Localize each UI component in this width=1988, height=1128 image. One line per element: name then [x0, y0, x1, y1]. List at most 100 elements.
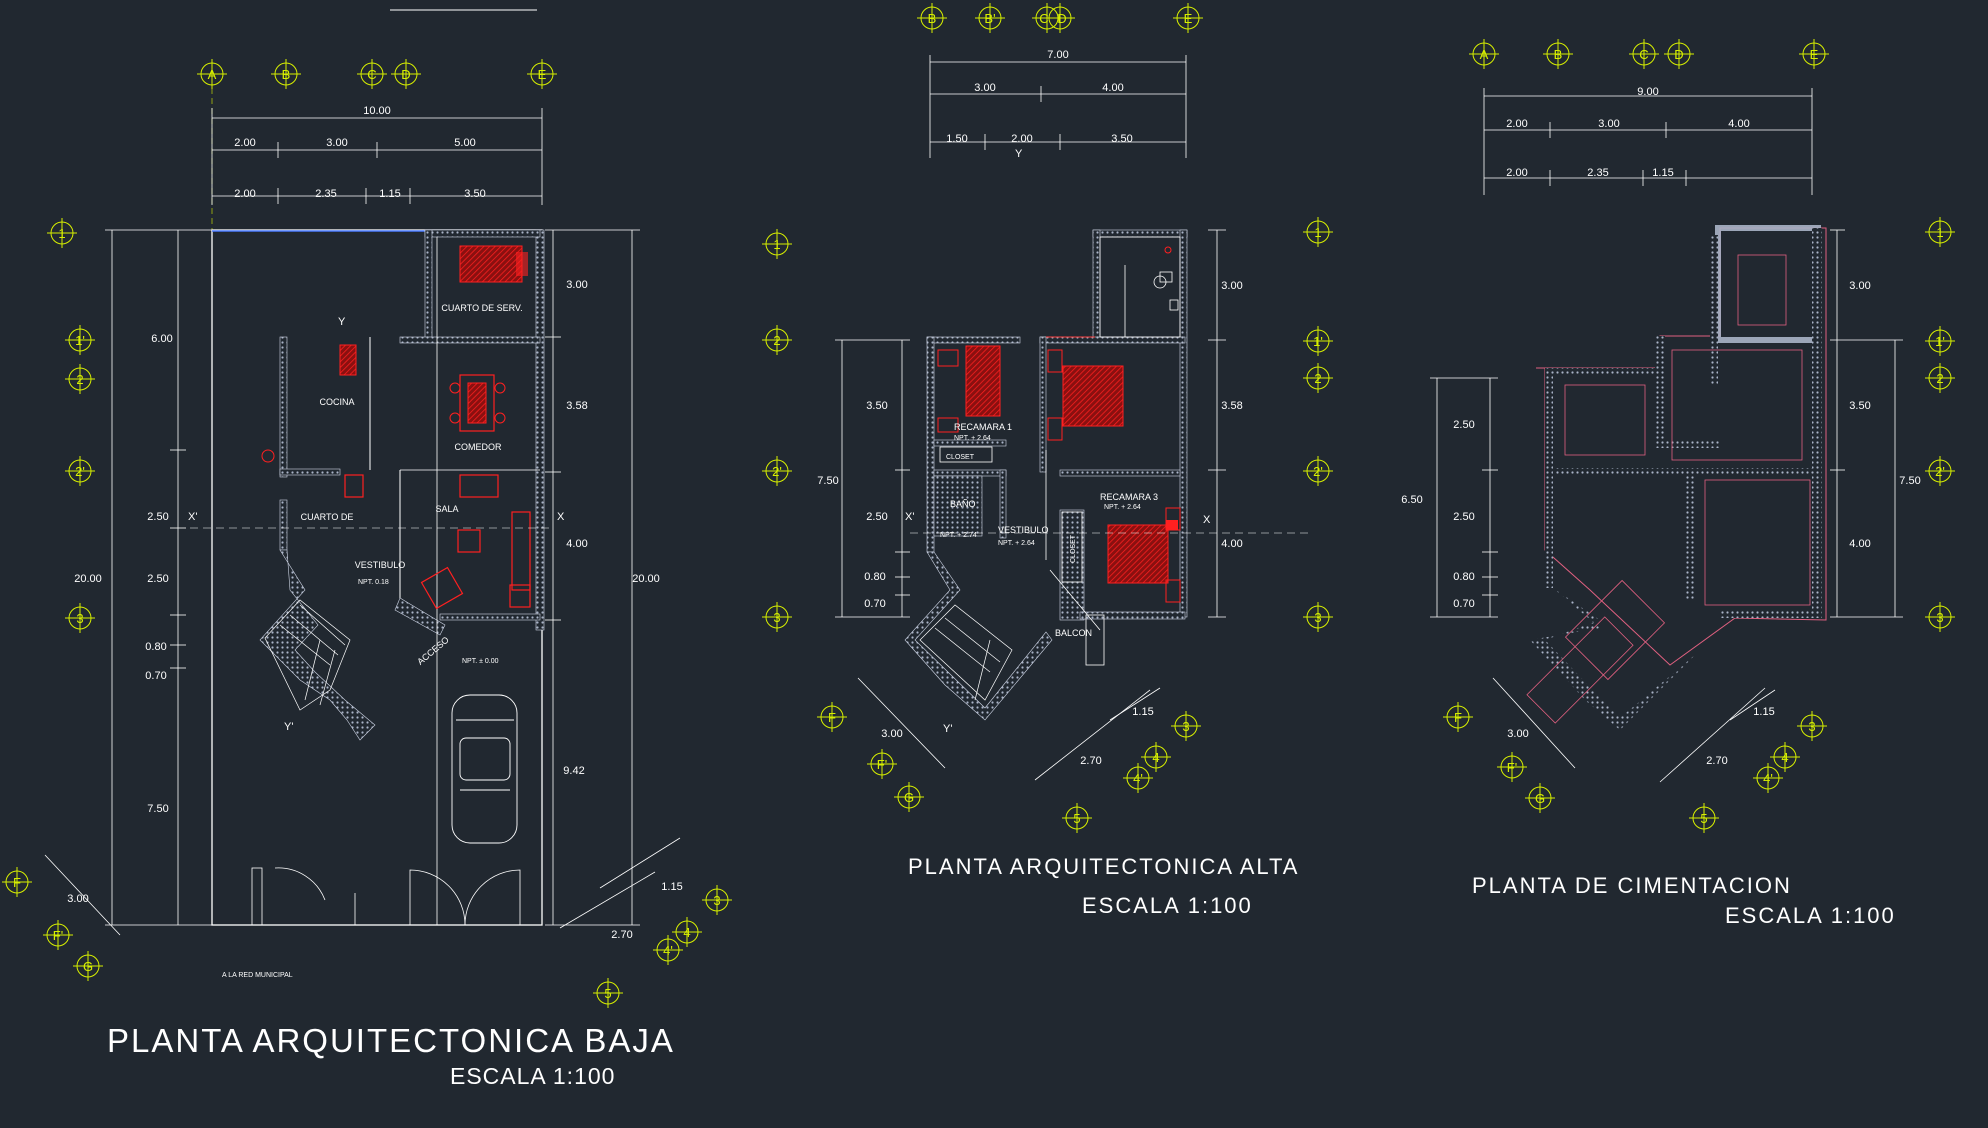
plan-title: PLANTA ARQUITECTONICA BAJA [107, 1022, 675, 1059]
dimension-label: 3.50 [866, 400, 887, 412]
room-label: BAÑO [950, 499, 976, 509]
dimension-label: 4.00 [566, 538, 587, 550]
baja-axis-left [47, 218, 95, 633]
dimension-label: 0.70 [864, 598, 885, 610]
axis-bubble: E [538, 67, 547, 82]
section-mark: Y' [943, 723, 952, 735]
dimension-label: 9.00 [1637, 86, 1658, 98]
note-label: A LA RED MUNICIPAL [222, 972, 293, 979]
axis-bubble: 1 [773, 237, 780, 252]
room-label: SALA [435, 504, 458, 514]
axis-bubble: 2' [75, 464, 85, 479]
cim-axis-diag [1443, 702, 1827, 833]
dimension-label: 2.50 [1453, 511, 1474, 523]
section-mark: X [1203, 514, 1211, 526]
axis-bubble: E [1184, 11, 1193, 26]
room-label: BALCON [1055, 628, 1092, 638]
room-label: RECAMARA 3 [1100, 492, 1158, 502]
stair [264, 599, 351, 711]
alta-fixtures [939, 236, 1181, 666]
axis-bubble: 3 [1182, 719, 1189, 734]
axis-bubble: 4 [1781, 750, 1788, 765]
baja-dims-top [211, 108, 543, 205]
dimension-label: 3.50 [464, 188, 485, 200]
planta-alta: B B' C D E 7.00 3.00 4.00 1.50 2.00 3.50… [762, 3, 1333, 918]
axis-bubble: 2' [772, 464, 782, 479]
dimension-label: 2.70 [1706, 755, 1727, 767]
axis-bubble: 4 [1152, 750, 1159, 765]
dimension-label: 0.80 [145, 641, 166, 653]
section-mark: Y [338, 316, 346, 328]
dimension-label: 3.00 [881, 728, 902, 740]
axis-bubble: B [928, 11, 937, 26]
level-label: NPT. + 2.64 [998, 540, 1035, 547]
alta-axis-right [1303, 217, 1333, 632]
room-label: CUARTO DE [301, 512, 354, 522]
dimension-label: 2.70 [611, 929, 632, 941]
dimension-label: 1.15 [1132, 706, 1153, 718]
axis-bubble: 3 [773, 610, 780, 625]
room-label: CLOSET [946, 454, 975, 461]
room-label: CUARTO DE SERV. [441, 303, 522, 313]
room-label: VESTIBULO [998, 525, 1049, 535]
dimension-label: 4.00 [1221, 538, 1242, 550]
axis-bubble: 1 [1314, 225, 1321, 240]
dimension-label: 2.35 [1587, 167, 1608, 179]
dimension-label: 2.00 [1506, 167, 1527, 179]
axis-bubble: C [367, 67, 376, 82]
baja-dims-right [545, 229, 640, 926]
axis-bubble: 4 [683, 925, 690, 940]
baja-axis-diag [2, 867, 732, 1008]
dimension-label: 20.00 [74, 573, 102, 585]
baja-axis-top: A B C D E [197, 59, 557, 230]
section-mark: Y' [284, 721, 293, 733]
dimension-label: 4.00 [1849, 538, 1870, 550]
axis-bubble: 5 [604, 986, 611, 1001]
level-label: NPT. + 2.64 [954, 435, 991, 442]
axis-bubble: 2 [76, 372, 83, 387]
alta-walls [904, 229, 1188, 721]
dimension-label: 3.58 [1221, 400, 1242, 412]
section-mark: X' [188, 511, 197, 523]
dimension-label: 3.00 [1221, 280, 1242, 292]
axis-bubble: 3 [1314, 610, 1321, 625]
dimension-label: 1.15 [661, 881, 682, 893]
axis-bubble: 3 [1936, 610, 1943, 625]
plan-scale: ESCALA 1:100 [1725, 903, 1896, 928]
baja-dims-left [105, 229, 215, 926]
dimension-label: 1.15 [1652, 167, 1673, 179]
dimension-label: 0.70 [145, 670, 166, 682]
car-icon [451, 694, 518, 844]
dimension-label: 2.50 [866, 511, 887, 523]
room-label: VESTIBULO [355, 560, 406, 570]
dimension-label: 5.00 [454, 137, 475, 149]
axis-bubble: D [1674, 47, 1683, 62]
dimension-label: 6.50 [1401, 494, 1422, 506]
dimension-label: 2.50 [147, 573, 168, 585]
alta-dims-side [835, 229, 1226, 618]
dimension-label: 4.00 [1102, 82, 1123, 94]
axis-bubble: 5 [1073, 811, 1080, 826]
dimension-label: 2.50 [147, 511, 168, 523]
axis-bubble: 3 [76, 611, 83, 626]
axis-bubble: F [13, 875, 21, 890]
axis-bubble: 4' [1133, 771, 1143, 786]
room-label: COCINA [319, 397, 354, 407]
dimension-label: 2.00 [1011, 133, 1032, 145]
room-label: COMEDOR [455, 442, 503, 452]
dimension-label: 2.50 [1453, 419, 1474, 431]
dimension-label: 0.80 [1453, 571, 1474, 583]
axis-bubble: A [208, 67, 217, 82]
alta-dims-top [929, 55, 1187, 158]
furniture [261, 245, 531, 610]
plan-title: PLANTA ARQUITECTONICA ALTA [908, 854, 1299, 879]
dimension-label: 7.50 [147, 803, 168, 815]
dimension-label: 3.00 [974, 82, 995, 94]
plan-title: PLANTA DE CIMENTACION [1472, 873, 1792, 898]
section-mark: Y [1015, 148, 1023, 160]
level-label: NPT. ± 0.00 [462, 658, 499, 665]
alta-axis-top [917, 3, 1203, 33]
axis-bubble: G [1535, 791, 1545, 806]
level-label: NPT. + 2.64 [1104, 504, 1141, 511]
